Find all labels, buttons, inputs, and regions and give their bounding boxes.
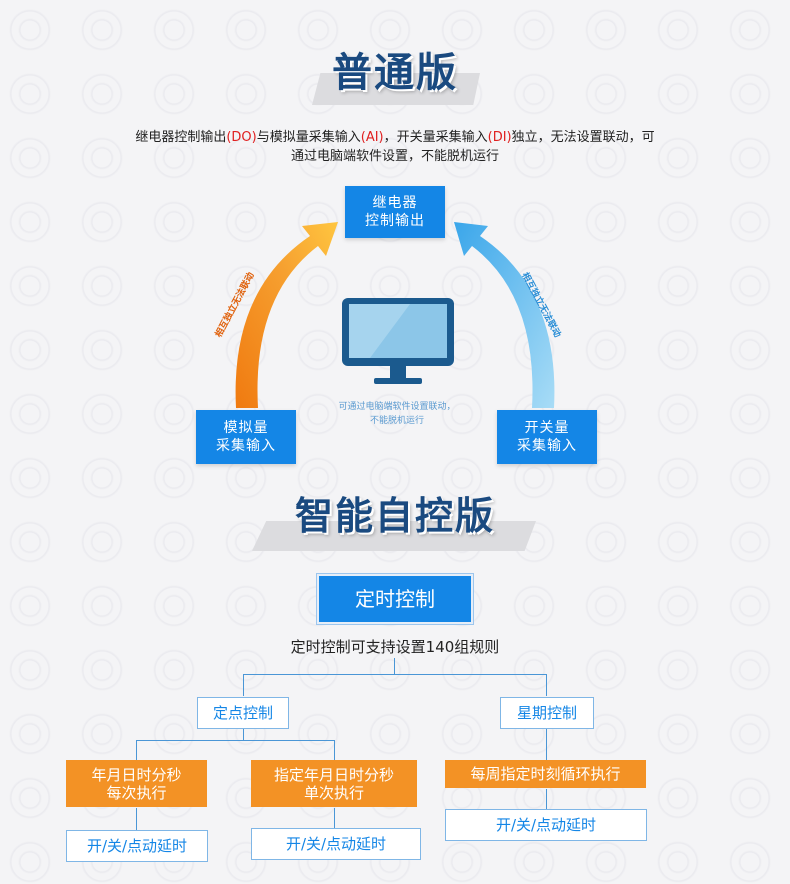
connector — [136, 808, 137, 830]
connector — [243, 674, 244, 696]
connector — [334, 808, 335, 828]
single-time-box: 指定年月日时分秒 单次执行 — [251, 760, 417, 807]
connector — [243, 674, 546, 675]
basic-title: 普通版 — [332, 50, 458, 96]
connector — [136, 740, 137, 760]
fixed-point-control: 定点控制 — [197, 697, 289, 729]
weekly-control: 星期控制 — [500, 697, 594, 729]
connector — [546, 728, 547, 760]
left-orange-arrow — [235, 222, 338, 408]
basic-description-line2: 通过电脑端软件设置，不能脱机运行 — [290, 149, 499, 164]
smart-title-band — [252, 521, 536, 551]
smart-title: 智能自控版 — [294, 494, 495, 538]
connector — [546, 674, 547, 696]
connector — [546, 789, 547, 809]
basic-description: 继电器控制输出(DO)与模拟量采集输入(AI)，开关量采集输入(DI)独立，无法… — [60, 128, 730, 166]
action-box-1: 开/关/点动延时 — [66, 830, 208, 862]
connector — [136, 740, 334, 741]
each-time-box: 年月日时分秒 每次执行 — [66, 760, 207, 807]
weekly-loop-box: 每周指定时刻循环执行 — [445, 760, 646, 788]
timer-control-button[interactable]: 定时控制 — [317, 574, 473, 624]
connector — [334, 740, 335, 760]
analog-input-box: 模拟量 采集输入 — [196, 410, 296, 464]
connector — [394, 658, 395, 674]
switch-input-box: 开关量 采集输入 — [497, 410, 597, 464]
basic-title-band — [312, 73, 480, 105]
monitor-icon — [342, 298, 454, 384]
relay-output-box: 继电器 控制输出 — [345, 186, 445, 238]
rules-text: 定时控制可支持设置140组规则 — [290, 638, 500, 656]
action-box-3: 开/关/点动延时 — [445, 809, 647, 841]
basic-description-line1: 继电器控制输出(DO)与模拟量采集输入(AI)，开关量采集输入(DI)独立，无法… — [135, 130, 655, 145]
connector — [243, 728, 244, 740]
monitor-note: 可通过电脑端软件设置联动， 不能脱机运行 — [338, 402, 456, 426]
action-box-2: 开/关/点动延时 — [251, 828, 421, 860]
right-blue-arrow — [454, 222, 555, 408]
